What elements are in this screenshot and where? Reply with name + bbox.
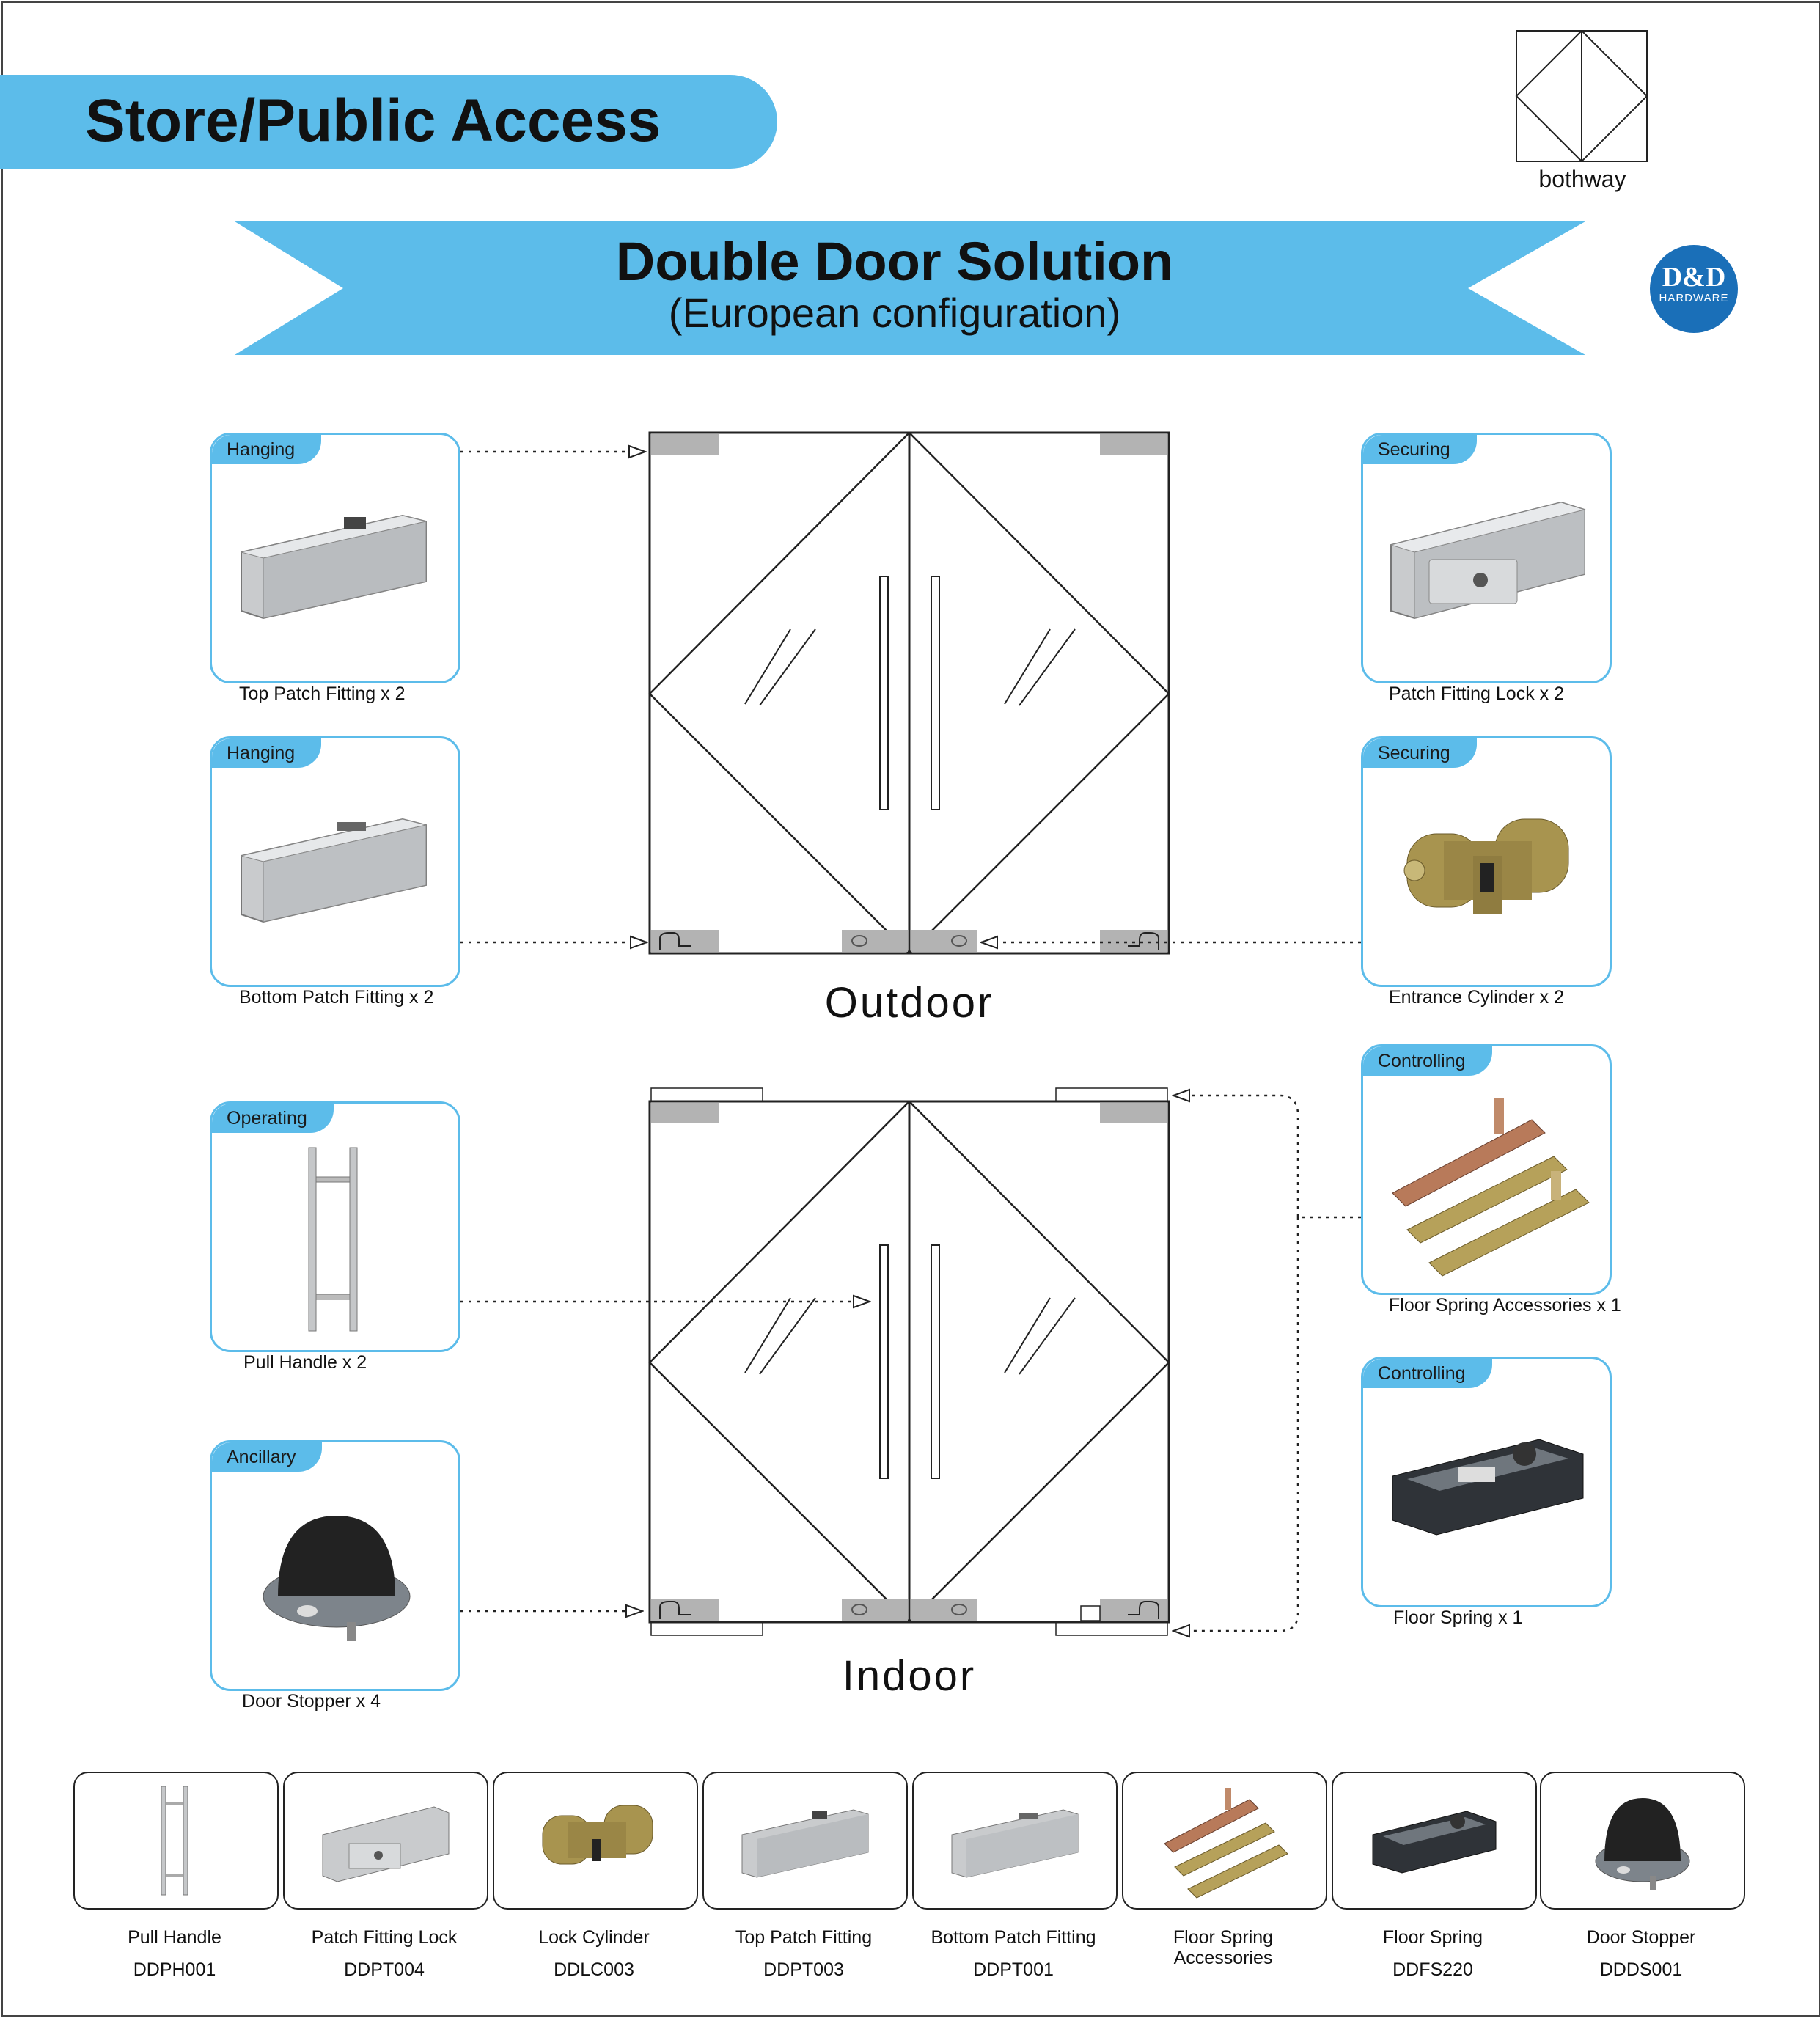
banner-title: Double Door Solution <box>615 231 1174 292</box>
product-code: DDPH001 <box>133 1959 216 1980</box>
brand-logo: D&D HARDWARE <box>1650 245 1738 333</box>
outdoor-top-fitting-right <box>1100 434 1167 455</box>
product-name: Pull Handle <box>128 1927 221 1948</box>
product-name: Door Stopper <box>1586 1927 1696 1948</box>
floor-spring-accessories-icon <box>1164 1788 1288 1899</box>
card-caption: Patch Fitting Lock x 2 <box>1389 683 1565 704</box>
connectors <box>460 452 1361 1631</box>
top-patch-fitting-icon <box>741 1809 869 1878</box>
bottom-patch-fitting-icon <box>951 1809 1079 1878</box>
pull-handle-icon <box>161 1786 188 1896</box>
lock-cylinder-icon <box>542 1805 653 1865</box>
product-name: Top Patch Fitting <box>735 1927 873 1948</box>
card-tag: Controlling <box>1363 1046 1492 1076</box>
door-stopper-icon <box>1595 1798 1690 1890</box>
product-code: DDLC003 <box>554 1959 634 1980</box>
card-top-patch-fitting: Hanging <box>210 433 460 683</box>
patch-fitting-lock-icon <box>322 1806 450 1882</box>
outdoor-label: Outdoor <box>824 979 994 1027</box>
category-header <box>0 75 777 169</box>
card-tag: Ancillary <box>212 1442 323 1472</box>
product-tile-lock-cylinder[interactable] <box>493 1772 698 1910</box>
card-entrance-cylinder: Securing <box>1361 736 1612 987</box>
product-tile-door-stopper[interactable] <box>1540 1772 1745 1910</box>
indoor-top-fitting-right <box>1100 1103 1167 1123</box>
outdoor-door <box>648 431 1170 955</box>
card-tag: Hanging <box>212 738 322 768</box>
product-tile-floor-spring[interactable] <box>1332 1772 1537 1910</box>
card-tag: Securing <box>1363 435 1477 464</box>
product-tile-floor-spring-accessories[interactable] <box>1122 1772 1327 1910</box>
outdoor-top-fitting-left <box>651 434 719 455</box>
top-patch-fitting-icon <box>241 514 427 620</box>
card-tag: Controlling <box>1363 1359 1492 1388</box>
indoor-top-fitting-left <box>651 1103 719 1123</box>
card-bottom-patch-fitting: Hanging <box>210 736 460 987</box>
pull-handle-icon <box>308 1147 358 1332</box>
banner-ribbon <box>235 221 1585 355</box>
patch-fitting-lock-icon <box>1390 501 1586 620</box>
product-name: Lock Cylinder <box>538 1927 650 1948</box>
floor-spring-accessories-icon <box>1392 1098 1590 1277</box>
product-name: Bottom Patch Fitting <box>931 1927 1096 1948</box>
indoor-bottom-fitting-right <box>1100 1599 1167 1621</box>
card-door-stopper: Ancillary <box>210 1440 460 1691</box>
card-caption: Bottom Patch Fitting x 2 <box>239 987 434 1008</box>
bothway-icon <box>1515 30 1648 162</box>
card-tag: Operating <box>212 1104 334 1133</box>
product-code: DDPT004 <box>344 1959 425 1980</box>
card-patch-fitting-lock: Securing <box>1361 433 1612 683</box>
lock-cylinder-icon <box>1403 818 1569 914</box>
indoor-label: Indoor <box>842 1652 977 1700</box>
brand-sub: HARDWARE <box>1659 292 1729 304</box>
indoor-right-handle <box>931 1244 940 1479</box>
product-tile-patch-fitting-lock[interactable] <box>283 1772 488 1910</box>
product-tile-bottom-patch-fitting[interactable] <box>912 1772 1118 1910</box>
product-tile-pull-handle[interactable] <box>73 1772 279 1910</box>
bottom-patch-fitting-icon <box>241 818 427 923</box>
card-floor-spring: Controlling <box>1361 1357 1612 1607</box>
product-code: DDPT001 <box>973 1959 1054 1980</box>
card-caption: Door Stopper x 4 <box>242 1691 381 1712</box>
banner-subtitle: (European configuration) <box>668 290 1121 336</box>
card-caption: Floor Spring Accessories x 1 <box>1389 1295 1621 1316</box>
floor-spring-icon <box>1392 1439 1584 1536</box>
card-caption: Pull Handle x 2 <box>243 1352 367 1373</box>
card-tag: Hanging <box>212 435 322 464</box>
door-type-label: bothway <box>1538 166 1626 192</box>
card-caption: Floor Spring x 1 <box>1393 1607 1523 1628</box>
floor-spring-icon <box>1372 1811 1497 1874</box>
product-tile-top-patch-fitting[interactable] <box>702 1772 908 1910</box>
product-code: DDPT003 <box>763 1959 844 1980</box>
product-code: DDFS220 <box>1392 1959 1473 1980</box>
product-code: DDDS001 <box>1599 1959 1683 1980</box>
brand-name: D&D <box>1662 262 1726 293</box>
category-title: Store/Public Access <box>85 87 661 154</box>
indoor-bottom-fitting-left <box>651 1599 719 1621</box>
card-caption: Entrance Cylinder x 2 <box>1389 987 1565 1008</box>
product-name: Patch Fitting Lock <box>311 1927 458 1948</box>
door-stopper-icon <box>263 1516 411 1641</box>
card-tag: Securing <box>1363 738 1477 768</box>
product-name: Floor Spring Accessories <box>1173 1927 1274 1968</box>
outdoor-bottom-fitting-right <box>1100 930 1167 952</box>
card-pull-handle: Operating <box>210 1101 460 1352</box>
outdoor-bottom-fitting-left <box>651 930 719 952</box>
product-name: Floor Spring <box>1382 1927 1483 1948</box>
card-caption: Top Patch Fitting x 2 <box>239 683 406 704</box>
outdoor-left-handle <box>879 576 889 810</box>
card-floor-spring-accessories: Controlling <box>1361 1044 1612 1295</box>
outdoor-right-handle <box>931 576 940 810</box>
indoor-left-handle <box>879 1244 889 1479</box>
indoor-door <box>648 1087 1170 1636</box>
